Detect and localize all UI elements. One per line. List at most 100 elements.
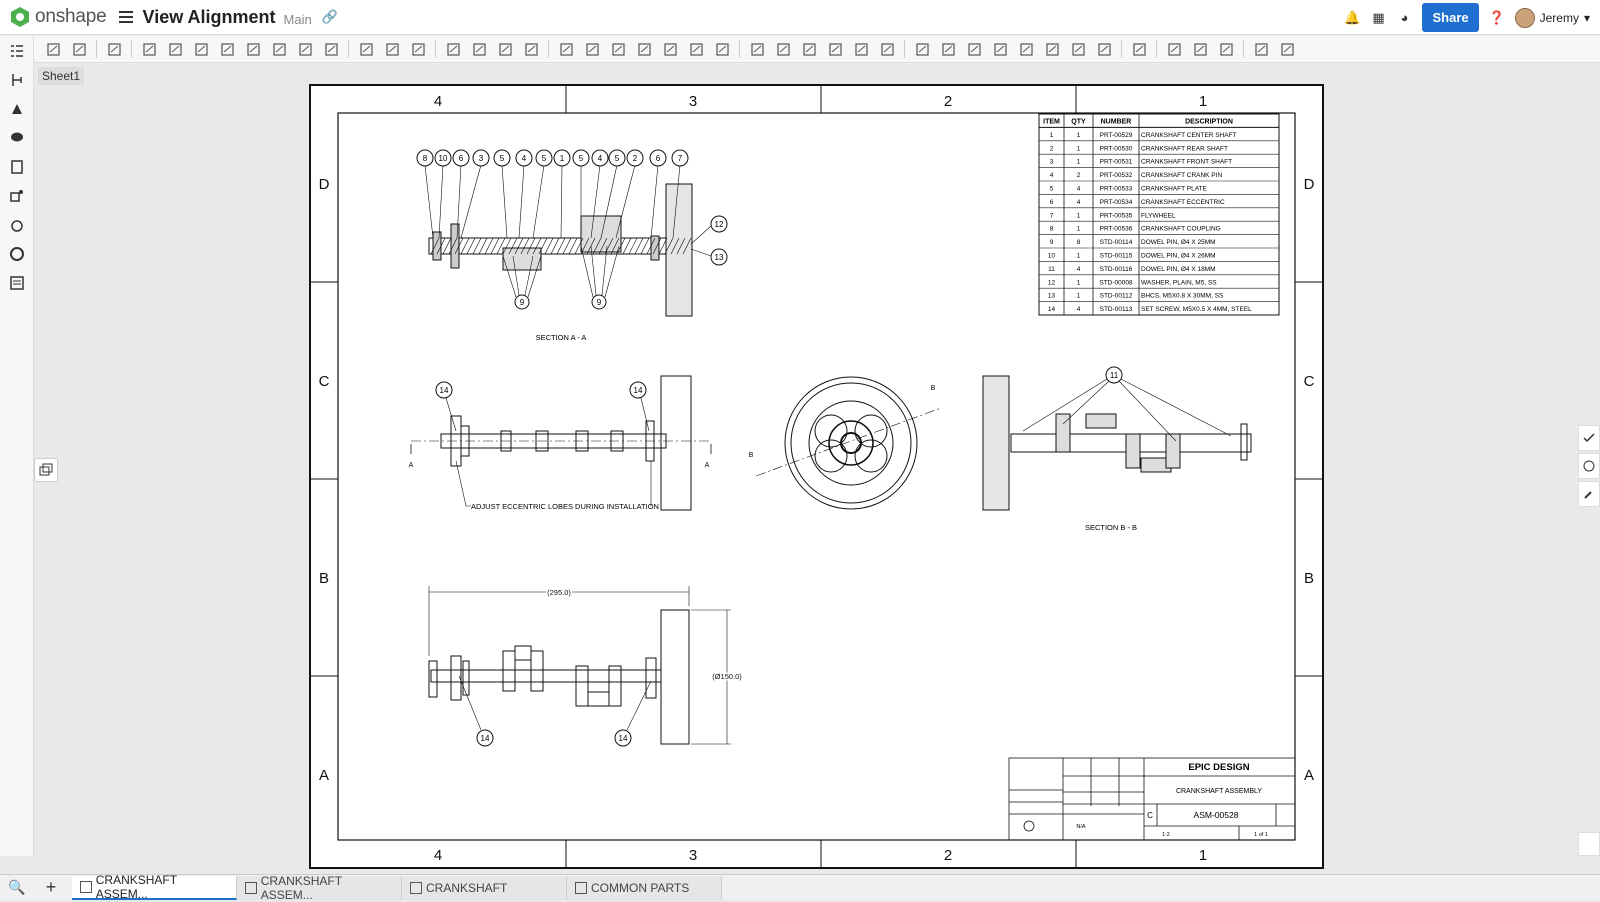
hatch-icon[interactable] xyxy=(1065,38,1091,60)
appearance-icon[interactable] xyxy=(0,94,34,123)
document-search-icon[interactable]: 🔍 xyxy=(8,879,26,895)
parts-icon[interactable] xyxy=(0,181,34,210)
document-tab-1[interactable]: CRANKSHAFT ASSEM... xyxy=(237,874,402,902)
wrench-icon[interactable] xyxy=(1578,481,1600,507)
end-view[interactable] xyxy=(755,376,942,510)
detail-view-icon[interactable] xyxy=(266,38,292,60)
check-icon[interactable] xyxy=(1578,425,1600,451)
top-view[interactable] xyxy=(428,609,690,745)
point-icon[interactable] xyxy=(1039,38,1065,60)
keyboard-icon[interactable] xyxy=(1578,832,1600,856)
history-icon[interactable] xyxy=(0,210,34,239)
broken-view-icon[interactable] xyxy=(240,38,266,60)
toolbar-separator xyxy=(1121,40,1122,58)
line-icon[interactable] xyxy=(744,38,770,60)
regenerate-icon[interactable] xyxy=(101,38,127,60)
notes-icon[interactable] xyxy=(0,152,34,181)
ordinate-dimension-icon[interactable] xyxy=(405,38,431,60)
add-tab-icon[interactable]: + xyxy=(45,877,57,897)
circle-centermark-icon[interactable] xyxy=(848,38,874,60)
crop-view-icon[interactable] xyxy=(292,38,318,60)
hole-table-icon[interactable] xyxy=(657,38,683,60)
spline-icon[interactable] xyxy=(1013,38,1039,60)
redo-icon[interactable] xyxy=(66,38,92,60)
branch-name[interactable]: Main xyxy=(283,11,312,27)
link-icon[interactable]: 🔗 xyxy=(321,9,338,24)
properties-icon[interactable] xyxy=(0,268,34,297)
tabulated-table-icon[interactable] xyxy=(709,38,735,60)
rectangle-icon[interactable] xyxy=(987,38,1013,60)
learning-icon[interactable]: ◕ xyxy=(1400,10,1409,25)
drawing-icon xyxy=(245,881,257,894)
projected-view-icon[interactable] xyxy=(162,38,188,60)
user-menu[interactable]: Jeremy ▾ xyxy=(1514,7,1590,28)
drawing-canvas[interactable]: 4 3 2 1 4 3 2 1 D C B A D C B A xyxy=(311,86,1322,867)
front-view[interactable] xyxy=(410,375,712,511)
revision-table-icon[interactable] xyxy=(683,38,709,60)
trim-icon[interactable] xyxy=(1091,38,1117,60)
document-tab-0[interactable]: CRANKSHAFT ASSEM... xyxy=(72,873,237,901)
geometric-tolerance-icon[interactable] xyxy=(874,38,900,60)
callout-icon[interactable] xyxy=(466,38,492,60)
circle-icon[interactable] xyxy=(935,38,961,60)
balloon-5: 5 xyxy=(532,149,553,239)
find-icon[interactable] xyxy=(1274,38,1300,60)
drawing-icon xyxy=(80,880,92,893)
arc-icon[interactable] xyxy=(961,38,987,60)
check-icon[interactable] xyxy=(492,38,518,60)
dimension-icon[interactable] xyxy=(353,38,379,60)
import-icon[interactable] xyxy=(1187,38,1213,60)
bom-cell: CRANKSHAFT PLATE xyxy=(1141,186,1208,193)
undo-icon[interactable] xyxy=(40,38,66,60)
share-button[interactable]: Share xyxy=(1422,3,1479,32)
zone-dividers xyxy=(311,86,1322,867)
section-a-a-view[interactable] xyxy=(428,183,693,317)
appearance-panel-icon[interactable] xyxy=(1578,453,1600,479)
measure-icon[interactable] xyxy=(1248,38,1274,60)
install-note: ADJUST ECCENTRIC LOBES DURING INSTALLATI… xyxy=(471,502,659,511)
inspect-icon[interactable] xyxy=(579,38,605,60)
document-tab-2[interactable]: CRANKSHAFT xyxy=(402,875,567,900)
baseline-dimension-icon[interactable] xyxy=(379,38,405,60)
onshape-logo[interactable]: onshape xyxy=(10,6,107,28)
alternate-position-view-icon[interactable] xyxy=(318,38,344,60)
table-icon[interactable] xyxy=(605,38,631,60)
notifications-icon[interactable]: 🔔 xyxy=(1344,9,1361,25)
text-icon[interactable] xyxy=(553,38,579,60)
bom-cell: STD-00116 xyxy=(1100,266,1133,273)
instances-icon[interactable] xyxy=(0,65,34,94)
auxiliary-view-icon[interactable] xyxy=(188,38,214,60)
export-icon[interactable] xyxy=(1161,38,1187,60)
toolbar-separator xyxy=(548,40,549,58)
note-icon[interactable] xyxy=(440,38,466,60)
toolbar-separator xyxy=(131,40,132,58)
sheet-tab-label[interactable]: Sheet1 xyxy=(38,67,85,85)
help-icon[interactable]: ❓ xyxy=(1488,9,1505,25)
comments-icon[interactable] xyxy=(0,123,34,152)
section-view-icon[interactable] xyxy=(214,38,240,60)
insert-view-icon[interactable] xyxy=(136,38,162,60)
centerline-icon[interactable] xyxy=(770,38,796,60)
document-title[interactable]: View Alignment xyxy=(142,6,276,27)
toolbar-separator xyxy=(1156,40,1157,58)
bolt-circle-icon[interactable] xyxy=(822,38,848,60)
line-style-icon[interactable] xyxy=(1126,38,1152,60)
title-block[interactable] xyxy=(1008,757,1296,841)
sketch-line-icon[interactable] xyxy=(909,38,935,60)
menu-icon[interactable] xyxy=(118,11,133,23)
bom-table-icon[interactable] xyxy=(631,38,657,60)
datum-target-icon[interactable] xyxy=(518,38,544,60)
inspect-icon[interactable] xyxy=(0,239,34,268)
document-tab-3[interactable]: COMMON PARTS xyxy=(567,875,722,900)
bom-cell: 4 xyxy=(1050,172,1054,179)
feature-list-icon[interactable] xyxy=(0,36,34,65)
drawing-sheet[interactable]: 4 3 2 1 4 3 2 1 D C B A D C B A xyxy=(309,84,1324,869)
bom-cell: PRT-00529 xyxy=(1100,132,1133,139)
app-store-icon[interactable]: ▦ xyxy=(1372,9,1385,25)
centermark-icon[interactable] xyxy=(796,38,822,60)
zone-row-right-B: B xyxy=(1304,570,1314,587)
section-b-b-view[interactable] xyxy=(982,375,1252,511)
format-icon[interactable] xyxy=(1213,38,1239,60)
view-layers-icon[interactable] xyxy=(34,458,58,482)
